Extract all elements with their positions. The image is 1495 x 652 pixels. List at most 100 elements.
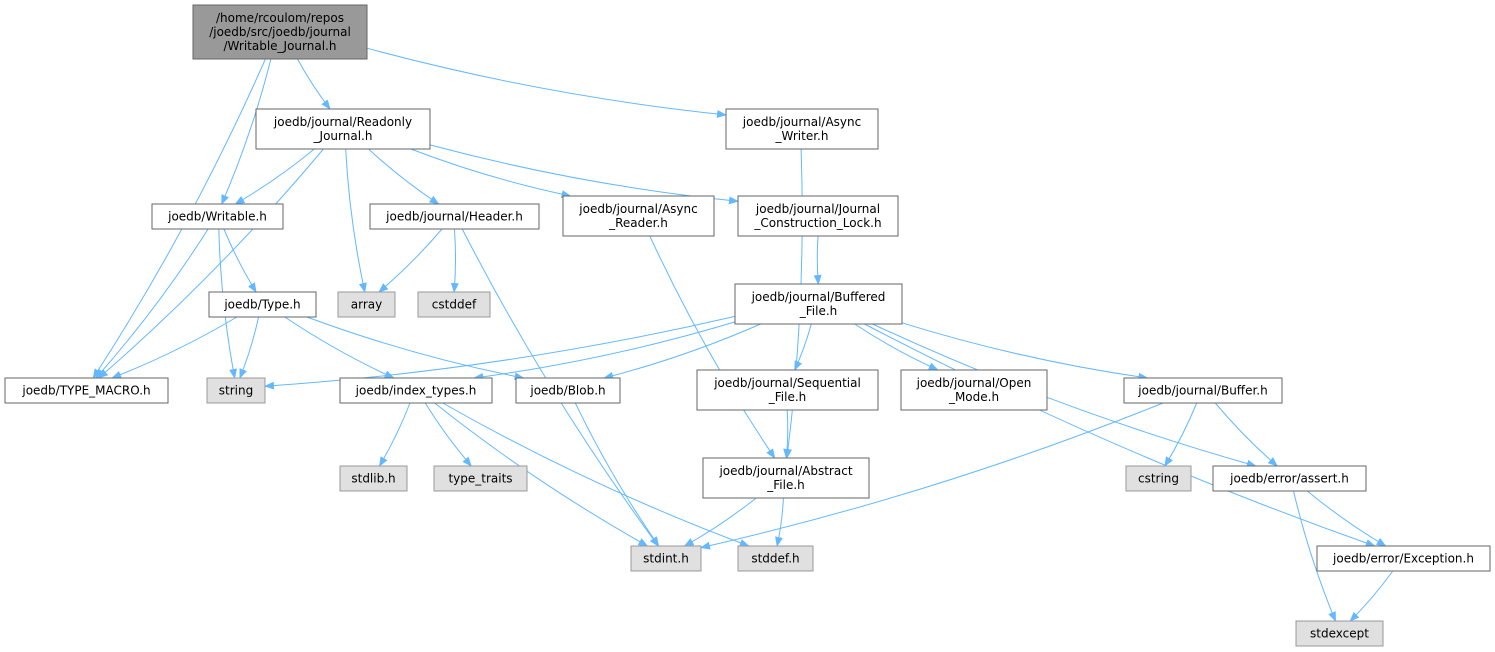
node-box-stdexcept — [1295, 620, 1384, 647]
node-box-async_reader — [562, 195, 715, 237]
node-abstract_file[interactable]: joedb/journal/Abstract_File.h — [702, 457, 870, 499]
edge-writable-to-type_macro — [95, 228, 209, 379]
node-box-readonly_journal — [255, 108, 431, 150]
node-label-abstract_file-line-0: joedb/journal/Abstract — [718, 464, 852, 478]
node-box-writable_journal — [192, 4, 368, 60]
node-box-blob — [515, 377, 621, 404]
node-label-cstddef-line-0: cstddef — [432, 298, 477, 312]
node-label-open_mode-line-1: _Mode.h — [948, 390, 999, 404]
node-journal_lock[interactable]: joedb/journal/Journal_Construction_Lock.… — [737, 195, 899, 237]
node-blob[interactable]: joedb/Blob.h — [515, 377, 621, 404]
edge-buffered_file-to-assert — [872, 323, 1257, 468]
node-box-cstring — [1125, 465, 1192, 492]
edge-blob-to-stdint — [574, 402, 660, 547]
edge-writable-to-type — [223, 228, 257, 293]
node-stdlib: stdlib.h — [339, 465, 408, 492]
node-label-buffered_file-line-0: joedb/journal/Buffered — [751, 290, 886, 304]
node-async_reader[interactable]: joedb/journal/Async_Reader.h — [562, 195, 715, 237]
node-label-type-line-0: joedb/Type.h — [223, 298, 300, 312]
node-box-sequential_file — [696, 369, 879, 411]
node-label-index_types-line-0: joedb/index_types.h — [355, 384, 477, 398]
node-label-sequential_file-line-0: joedb/journal/Sequential — [713, 376, 861, 390]
node-box-writable — [151, 203, 284, 230]
node-sequential_file[interactable]: joedb/journal/Sequential_File.h — [696, 369, 879, 411]
node-label-string-line-0: string — [219, 384, 253, 398]
edge-readonly_journal-to-header — [368, 148, 440, 205]
node-writable_journal[interactable]: /home/rcoulom/repos/joedb/src/joedb/jour… — [192, 4, 368, 60]
edge-buffer-to-cstring — [1164, 402, 1198, 467]
edges-layer — [92, 47, 1394, 622]
node-buffer[interactable]: joedb/journal/Buffer.h — [1123, 377, 1283, 404]
node-box-array — [337, 291, 396, 318]
edge-async_reader-to-abstract_file — [649, 235, 776, 459]
node-assert[interactable]: joedb/error/assert.h — [1212, 465, 1367, 492]
node-box-abstract_file — [702, 457, 870, 499]
node-buffered_file[interactable]: joedb/journal/Buffered_File.h — [734, 283, 903, 325]
node-label-type_traits-line-0: type_traits — [448, 472, 512, 486]
node-box-assert — [1212, 465, 1367, 492]
node-stddef: stddef.h — [737, 545, 814, 572]
node-writable[interactable]: joedb/Writable.h — [151, 203, 284, 230]
node-array: array — [337, 291, 396, 318]
node-label-journal_lock-line-0: joedb/journal/Journal — [755, 202, 880, 216]
node-label-open_mode-line-0: joedb/journal/Open — [916, 376, 1032, 390]
node-label-header-line-0: joedb/journal/Header.h — [385, 210, 523, 224]
node-stdexcept: stdexcept — [1295, 620, 1384, 647]
node-label-async_reader-line-1: _Reader.h — [608, 216, 668, 230]
edge-buffered_file-to-sequential_file — [794, 323, 812, 371]
node-label-cstring-line-0: cstring — [1138, 472, 1179, 486]
edge-type-to-string — [239, 316, 260, 379]
node-index_types[interactable]: joedb/index_types.h — [339, 377, 493, 404]
node-exception[interactable]: joedb/error/Exception.h — [1316, 545, 1491, 572]
edge-buffered_file-to-buffer — [901, 322, 1149, 381]
node-box-stdlib — [339, 465, 408, 492]
edge-index_types-to-type_traits — [424, 402, 472, 467]
edge-abstract_file-to-stdint — [683, 497, 757, 547]
node-box-exception — [1316, 545, 1491, 572]
node-label-readonly_journal-line-1: _Journal.h — [313, 129, 373, 143]
edge-index_types-to-stddef — [442, 402, 750, 547]
node-stdint: stdint.h — [630, 545, 702, 572]
node-readonly_journal[interactable]: joedb/journal/Readonly_Journal.h — [255, 108, 431, 150]
edge-header-to-array — [378, 228, 443, 293]
node-box-cstddef — [417, 291, 491, 318]
node-label-writable_journal-line-1: /joedb/src/joedb/journal — [209, 25, 351, 39]
nodes-layer: /home/rcoulom/repos/joedb/src/joedb/jour… — [4, 4, 1491, 647]
node-box-buffered_file — [734, 283, 903, 325]
node-box-buffer — [1123, 377, 1283, 404]
node-label-sequential_file-line-1: _File.h — [768, 390, 807, 404]
node-label-async_writer-line-1: _Writer.h — [775, 129, 829, 143]
node-label-array-line-0: array — [351, 298, 382, 312]
node-label-assert-line-0: joedb/error/assert.h — [1229, 472, 1349, 486]
node-box-async_writer — [725, 108, 879, 150]
node-box-open_mode — [900, 369, 1048, 411]
node-header[interactable]: joedb/journal/Header.h — [369, 203, 540, 230]
node-box-stddef — [737, 545, 814, 572]
node-label-type_macro-line-0: joedb/TYPE_MACRO.h — [21, 384, 150, 398]
node-type[interactable]: joedb/Type.h — [208, 291, 317, 318]
node-label-abstract_file-line-1: _File.h — [766, 478, 805, 492]
node-label-blob-line-0: joedb/Blob.h — [529, 384, 605, 398]
edge-assert-to-stdexcept — [1293, 490, 1336, 622]
node-label-writable-line-0: joedb/Writable.h — [167, 210, 267, 224]
edge-readonly_journal-to-array — [345, 148, 367, 293]
node-box-type_macro — [4, 377, 169, 404]
node-label-async_reader-line-0: joedb/journal/Async — [578, 202, 697, 216]
edge-readonly_journal-to-writable — [234, 148, 315, 205]
node-async_writer[interactable]: joedb/journal/Async_Writer.h — [725, 108, 879, 150]
node-box-stdint — [630, 545, 702, 572]
node-open_mode[interactable]: joedb/journal/Open_Mode.h — [900, 369, 1048, 411]
edge-index_types-to-stdlib — [378, 402, 411, 467]
node-label-buffer-line-0: joedb/journal/Buffer.h — [1137, 384, 1267, 398]
edge-index_types-to-stdint — [434, 402, 649, 547]
node-type_macro[interactable]: joedb/TYPE_MACRO.h — [4, 377, 169, 404]
edge-assert-to-exception — [1306, 490, 1387, 547]
edge-readonly_journal-to-type_macro — [98, 148, 324, 379]
node-label-stdint-line-0: stdint.h — [643, 552, 689, 566]
edge-writable_journal-to-async_writer — [366, 47, 727, 118]
edge-type-to-blob — [306, 316, 525, 381]
edge-buffered_file-to-string — [264, 315, 736, 390]
node-label-stdlib-line-0: stdlib.h — [351, 472, 395, 486]
node-cstddef: cstddef — [417, 291, 491, 318]
